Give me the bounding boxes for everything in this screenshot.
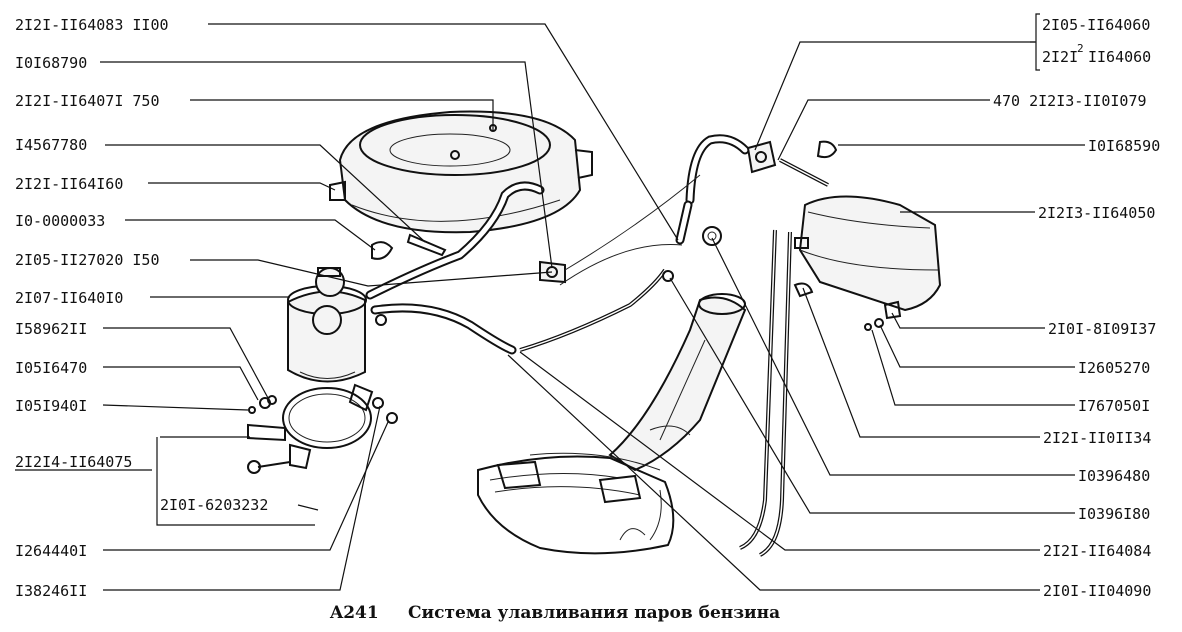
- labels-left: 2I2I-II64083 II00 I0I68790 2I2I-II6407I …: [15, 16, 268, 600]
- adsorber-canister: [287, 267, 367, 383]
- leader-lines: [15, 13, 1085, 591]
- caption-code: A241: [329, 603, 379, 623]
- canister-clamp: [247, 383, 374, 474]
- label-check-valve-alt-suffix: II64060: [1088, 48, 1151, 66]
- label-fuel-hose: 2I0I-II04090: [1043, 582, 1151, 600]
- caption-title: Система улавливания паров бензина: [408, 603, 780, 623]
- label-washer: I05I6470: [15, 359, 87, 377]
- label-canister-bracket: 2I2I4-II64075: [15, 453, 132, 471]
- tee-fitting: [539, 260, 566, 284]
- assembly-drawing: [247, 110, 942, 557]
- labels-right: 2I05-II64060 2I2I 2 II64060 470 2I2I3-II…: [993, 16, 1160, 600]
- label-plug: I0396I80: [1078, 505, 1150, 523]
- label-grommet: I0396480: [1078, 467, 1150, 485]
- label-vapor-tube: 2I2I-II64084: [1043, 542, 1151, 560]
- label-vapor-separator: 2I2I3-II64050: [1038, 204, 1155, 222]
- label-bolt: I264440I: [15, 542, 87, 560]
- label-clamp: I4567780: [15, 136, 87, 154]
- fuel-tank: [477, 452, 675, 555]
- label-tee-fitting: I0I68790: [15, 54, 87, 72]
- label-screw: I38246II: [15, 582, 87, 600]
- label-separator-bracket: 2I0I-8I09I37: [1048, 320, 1156, 338]
- vapor-separator: [793, 195, 942, 331]
- label-check-valve-alt-prefix: 2I2I: [1042, 48, 1078, 66]
- air-filter-housing: [329, 110, 593, 234]
- label-connecting-hose: 2I05-II27020 I50: [15, 251, 160, 269]
- label-air-filter-hose-assembly: 2I2I-II64083 II00: [15, 16, 169, 34]
- label-separator-tube: 470 2I2I3-II0I079: [993, 92, 1147, 110]
- label-nut: I58962II: [15, 320, 87, 338]
- label-separator-nut: I767050I: [1078, 397, 1150, 415]
- label-adsorber: 2I07-II640I0: [15, 289, 123, 307]
- label-check-valve: 2I05-II64060: [1042, 16, 1150, 34]
- figure-caption: A241 Система улавливания паров бензина: [329, 603, 780, 623]
- label-clamp-bolt: 2I0I-6203232: [160, 496, 268, 514]
- small-hardware: [248, 233, 447, 424]
- fuel-filler-neck: [608, 293, 747, 472]
- label-separator-clamp: I0I68590: [1088, 137, 1160, 155]
- label-tube-clip: 2I2I-II0II34: [1043, 429, 1151, 447]
- label-air-filter-hose: 2I2I-II6407I 750: [15, 92, 160, 110]
- label-check-valve-alt-superscript: 2: [1077, 42, 1084, 55]
- label-hose-clamp: I0-0000033: [15, 212, 105, 230]
- label-spring-washer: I05I940I: [15, 397, 87, 415]
- label-separator-washer: I2605270: [1078, 359, 1150, 377]
- vapor-hoses: [365, 134, 750, 355]
- steel-tubes: [519, 174, 792, 557]
- label-bracket: 2I2I-II64I60: [15, 175, 123, 193]
